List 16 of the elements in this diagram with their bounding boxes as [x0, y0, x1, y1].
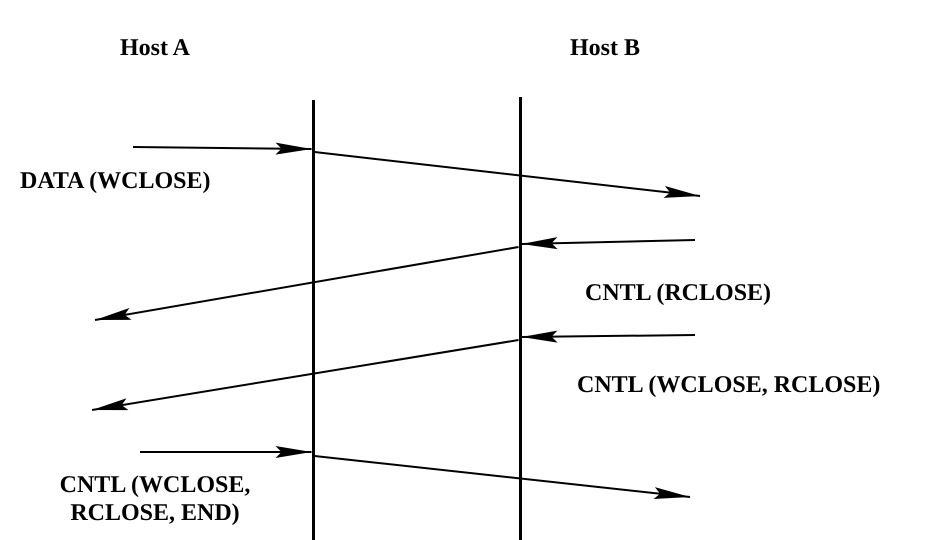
- message-arrow: [521, 237, 696, 250]
- message-arrow: [140, 446, 312, 458]
- message-arrow: [132, 142, 312, 155]
- message-label: DATA (WCLOSE): [20, 168, 212, 196]
- message-arrow: [92, 339, 519, 411]
- message-label: CNTL (RCLOSE): [585, 280, 772, 308]
- message-label: CNTL (WCLOSE, RCLOSE): [577, 372, 882, 400]
- lifeline: [312, 100, 314, 540]
- message-arrow: [521, 330, 696, 343]
- host-heading: Host B: [570, 34, 640, 63]
- message-label: CNTL (WCLOSE, RCLOSE, END): [58, 472, 252, 528]
- message-arrow: [314, 151, 700, 198]
- host-heading: Host A: [120, 34, 190, 63]
- message-arrow: [94, 246, 519, 321]
- message-arrow: [314, 455, 690, 500]
- lifeline: [518, 97, 522, 540]
